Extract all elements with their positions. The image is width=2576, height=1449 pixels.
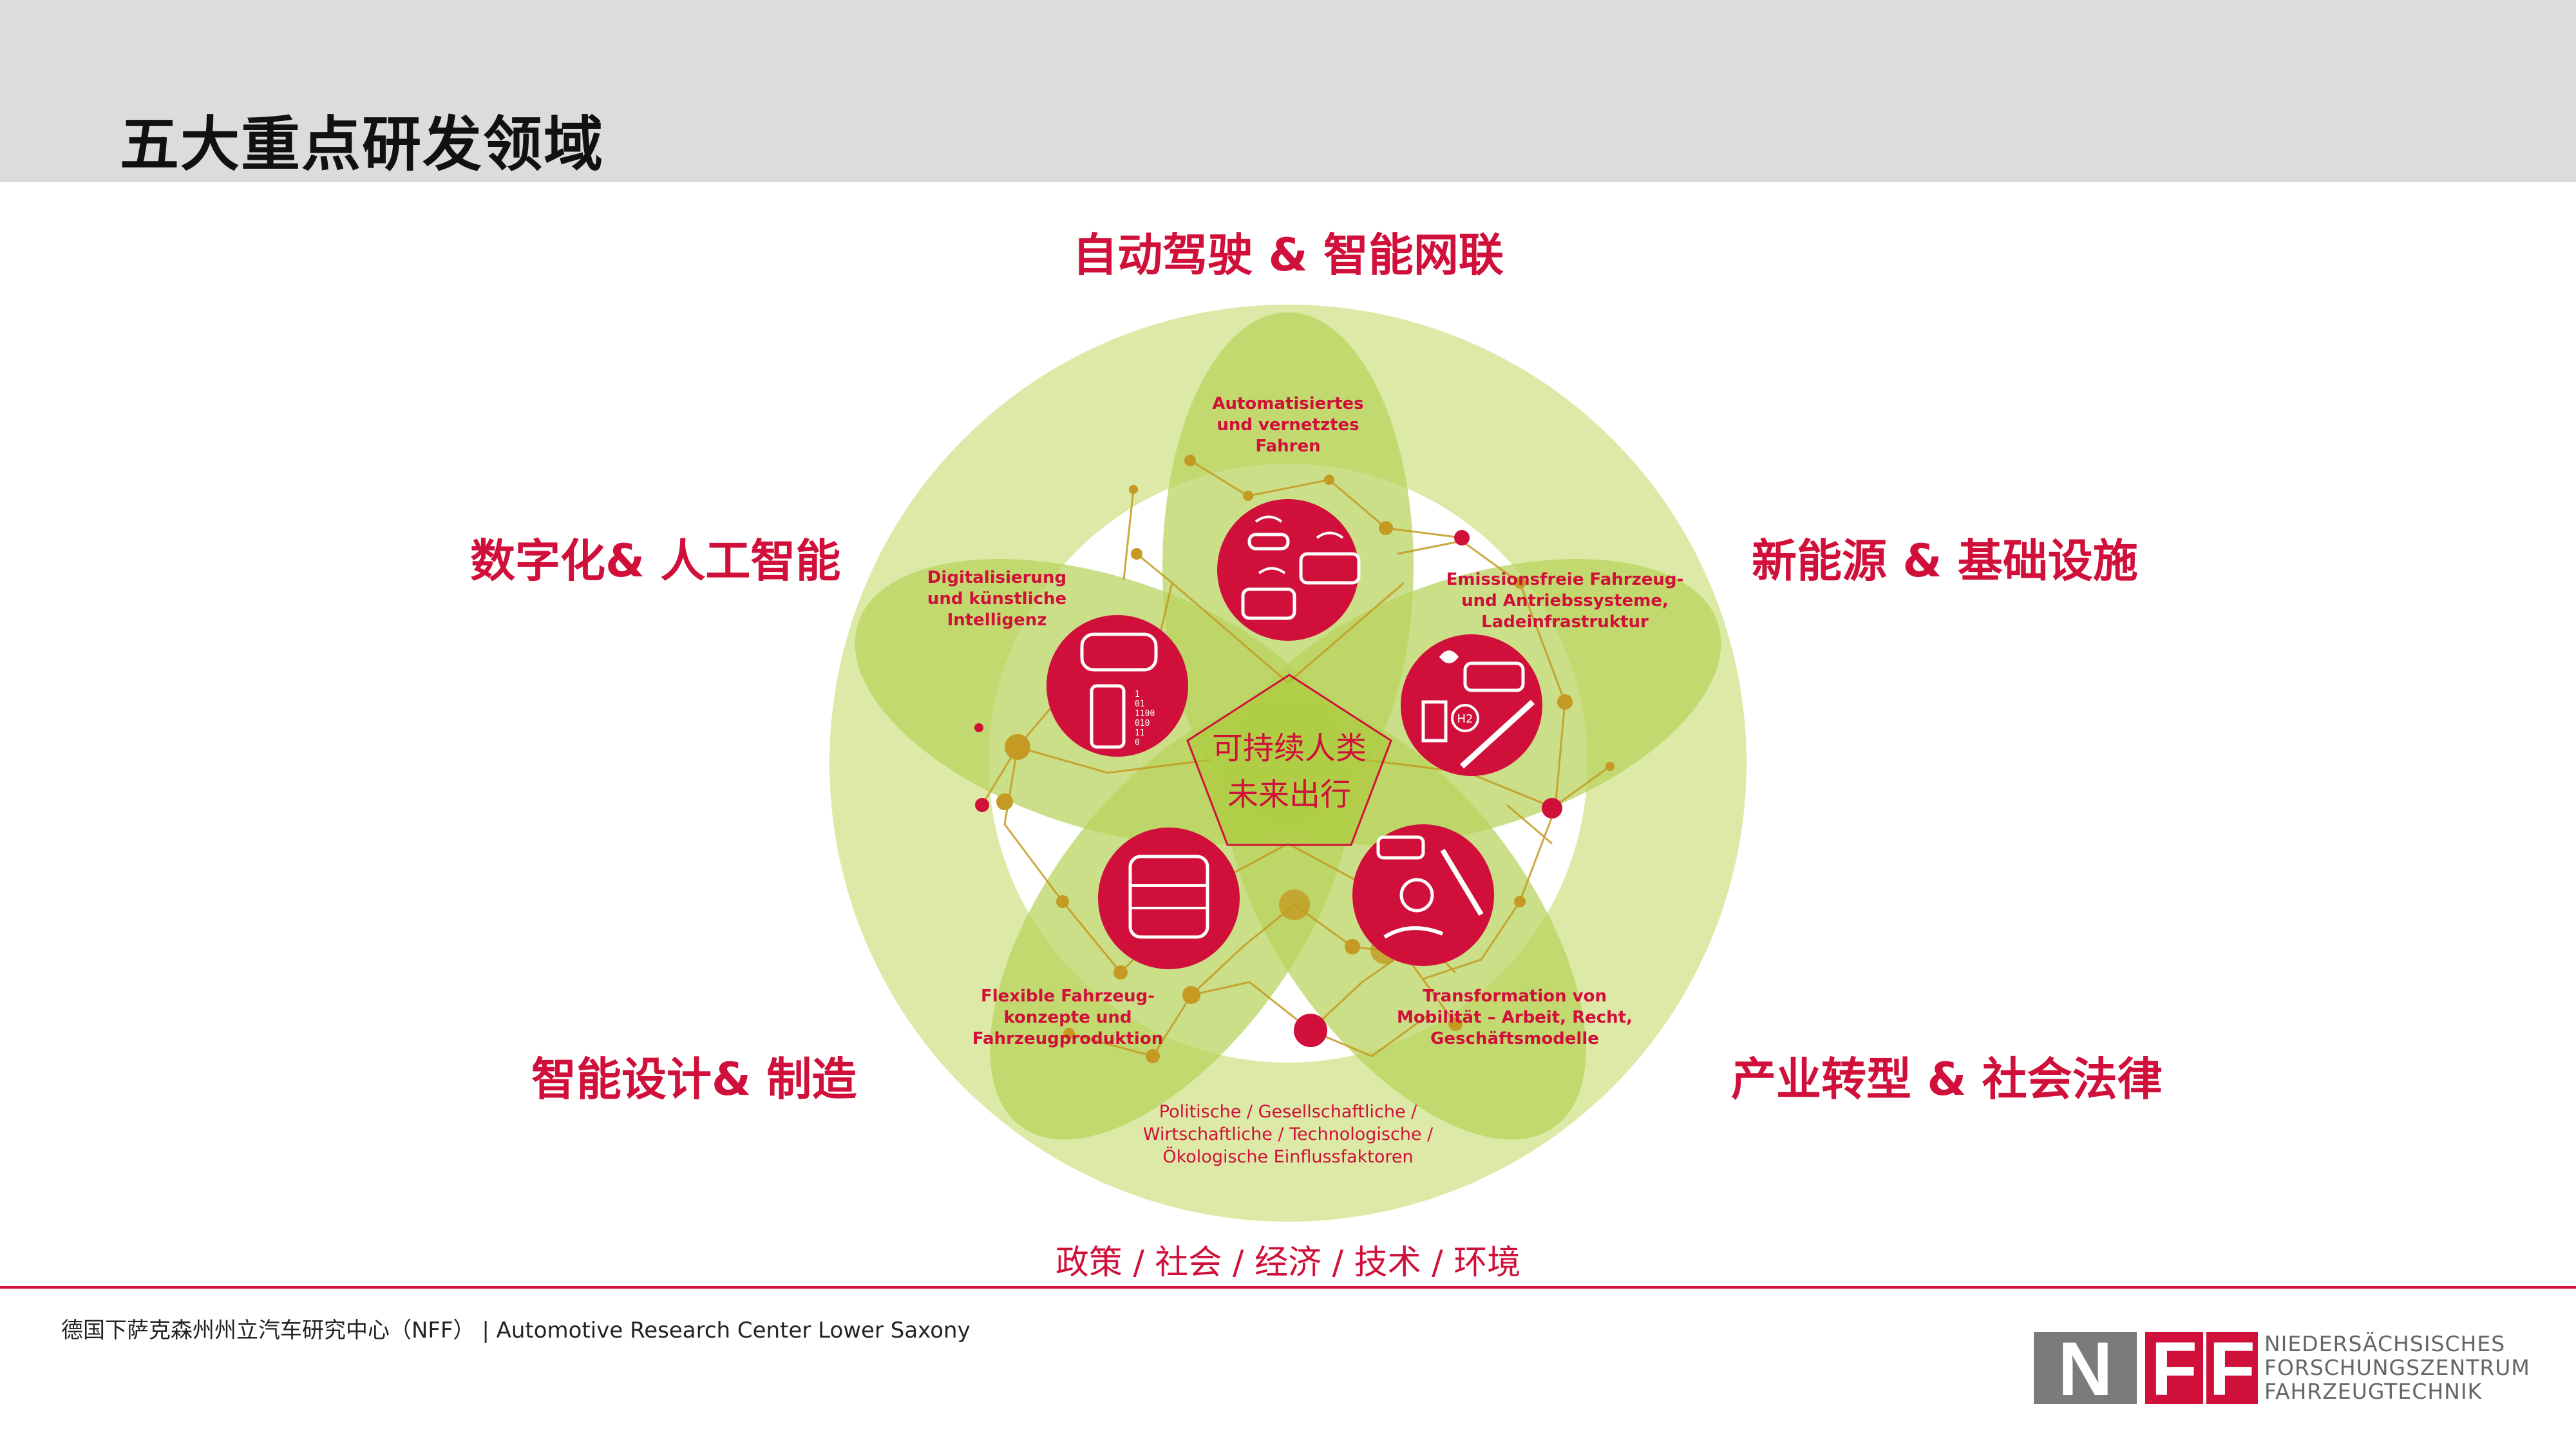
petal-label-ur-2: und Antriebssysteme, [1461,591,1669,611]
icon-autonomous [1217,499,1361,641]
icon-design [1098,828,1240,969]
petal-label-ul-1: Digitalisierung [927,568,1066,587]
bus-icon [1299,552,1361,585]
petal-label-ul-2: und künstliche [927,589,1066,609]
factors-line-3: Ökologische Einflussfaktoren [1162,1146,1413,1167]
node [1182,986,1200,1004]
petal-label-ll-2: konzepte und [1003,1008,1132,1027]
footer-rule [0,1286,2576,1289]
node [1514,896,1526,907]
icon-transformation [1352,824,1494,966]
node [1146,1049,1160,1063]
logo-tagline-line-3: FAHRZEUGTECHNIK [2264,1379,2483,1404]
node [1005,734,1030,760]
node [1063,1028,1075,1039]
red-node [1454,530,1470,545]
vehicle-module-icon [1128,855,1209,939]
signal-icon [1255,515,1344,574]
binary-digit: 1 [1135,690,1140,699]
bottom-factors: 政策 / 社会 / 经济 / 技术 / 环境 [1055,1244,1521,1282]
h2-icon [1451,704,1479,732]
node [1243,491,1253,501]
node [1279,889,1310,920]
red-node [974,723,983,732]
node [996,793,1013,810]
petal-label-top-3: Fahren [1255,437,1320,456]
node [1129,485,1138,494]
binary-digit: 1100 [1135,709,1155,719]
node [1514,577,1526,589]
train-icon [1080,632,1158,672]
node [1557,694,1573,710]
icon-energy: H2 [1401,634,1542,776]
petal-label-ur-1: Emissionsfreie Fahrzeug- [1446,570,1684,589]
road-icon [1459,699,1535,769]
node [1184,455,1196,466]
page-title: 五大重点研发领域 [120,110,605,179]
vehicle-icon [1383,926,1444,939]
petal-label-ll-3: Fahrzeugproduktion [972,1029,1163,1048]
lightbulb-icon [1399,878,1434,913]
phone-icon [1090,684,1126,749]
node [1605,762,1615,771]
area-label-lower-right: 产业转型 & 社会法律 [1731,1053,2163,1106]
train-track-icon [1440,848,1484,916]
petal-label-ur-3: Ladeinfrastruktur [1481,612,1649,632]
area-label-upper-left: 数字化& 人工智能 [470,535,841,587]
bus-icon [1376,835,1425,860]
car-icon [1247,533,1290,551]
logo-tile-f1: F [2145,1332,2203,1404]
petal-label-ul-3: Intelligenz [947,611,1047,630]
bus-icon [1463,661,1525,692]
petal-label-lr-3: Geschäftsmodelle [1430,1029,1599,1048]
red-node [1294,1014,1327,1047]
node [1379,521,1393,535]
center-line-2: 未来出行 [1227,777,1351,813]
red-node [1542,798,1562,819]
binary-digit: 11 [1135,728,1145,738]
binary-digit: 010 [1135,719,1150,728]
red-icon-circle [1098,828,1240,969]
center-line-1: 可持续人类 [1212,730,1367,766]
h2-label: H2 [1457,712,1473,726]
node [1324,475,1334,485]
charging-station-icon [1421,700,1448,743]
center-pentagon [1186,674,1392,846]
network-nodes [974,455,1615,1063]
logo-tagline-line-1: NIEDERSÄCHSISCHES [2264,1331,2506,1356]
area-label-upper-right: 新能源 & 基础设施 [1752,535,2138,587]
red-icon-circle [1352,824,1494,966]
logo-tile-n: N [2034,1332,2137,1404]
icon-digital: 1 01 1100 010 11 0 [1046,615,1188,757]
logo-tagline-line-2: FORSCHUNGSZENTRUM [2264,1355,2530,1380]
area-label-top: 自动驾驶 & 智能网联 [1072,229,1504,281]
node [1113,965,1128,980]
logo-tile-f2: F [2206,1332,2258,1404]
leaf-icon [1439,650,1459,663]
petal-label-top-1: Automatisiertes [1212,394,1363,413]
factors-line-2: Wirtschaftliche / Technologische / [1143,1124,1434,1144]
header-band [0,0,2576,182]
footer-text: 德国下萨克森州州立汽车研究中心（NFF） | Automotive Resear… [61,1318,971,1343]
red-node [975,798,989,812]
petal-label-top-2: und vernetztes [1217,415,1359,435]
logo-letter-f2: F [2209,1332,2255,1404]
logo-letter-n: N [2058,1332,2112,1404]
binary-digit: 01 [1135,699,1145,709]
van-icon [1241,587,1296,620]
area-label-lower-left: 智能设计& 制造 [531,1053,857,1106]
node [1448,1017,1463,1031]
petal-label-ll-1: Flexible Fahrzeug- [981,987,1155,1006]
node [1131,548,1142,560]
node [1345,939,1360,954]
factors-line-1: Politische / Gesellschaftliche / [1159,1102,1417,1122]
logo-tagline: NIEDERSÄCHSISCHES FORSCHUNGSZENTRUM FAHR… [2264,1332,2530,1403]
petal-label-lr-2: Mobilität – Arbeit, Recht, [1397,1008,1633,1027]
node [1056,895,1069,908]
logo-letter-f1: F [2151,1332,2197,1404]
binary-digit: 0 [1135,738,1140,748]
petal-label-lr-1: Transformation von [1423,987,1607,1006]
